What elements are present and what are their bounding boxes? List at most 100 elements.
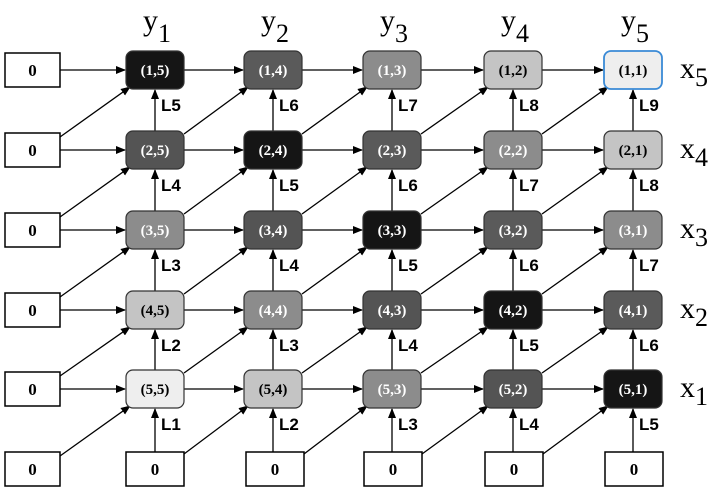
cell-label: (5,2): [499, 382, 528, 398]
diagonal-arrow: [303, 405, 368, 455]
cell-label: (5,4): [259, 382, 288, 398]
row-header: x2: [680, 292, 708, 332]
cell-node: [362, 210, 422, 250]
layer-label: L9: [639, 96, 659, 115]
cell-node: [362, 130, 422, 170]
layer-label: L2: [161, 336, 181, 355]
cell-label: (2,3): [378, 143, 407, 159]
cell-node: [483, 210, 543, 250]
left-input-value: 0: [28, 301, 37, 320]
layer-label: L3: [161, 256, 181, 275]
cell-node: [362, 290, 422, 330]
cell-label: (1,2): [499, 63, 528, 79]
layer-label: L6: [639, 336, 659, 355]
left-input-value: 0: [28, 141, 37, 160]
left-input-box: [4, 52, 61, 88]
cell-node: [125, 369, 185, 409]
bottom-input-value: 0: [389, 460, 398, 479]
column-header: y5: [621, 4, 649, 48]
cell-node: [125, 290, 185, 330]
layer-label: L7: [519, 176, 539, 195]
left-input-value: 0: [28, 460, 37, 479]
cell-node: [603, 130, 663, 170]
cell-label: (1,5): [141, 63, 170, 79]
cell-node: [483, 290, 543, 330]
diagonal-arrow: [59, 86, 131, 138]
bottom-input-value: 0: [271, 460, 280, 479]
layer-label: L6: [279, 96, 299, 115]
diagonal-arrow: [541, 326, 609, 374]
diagonal-arrow: [183, 326, 249, 374]
left-input-value: 0: [28, 380, 37, 399]
column-header: y4: [501, 4, 529, 48]
cell-node: [125, 210, 185, 250]
cell-label: (3,4): [259, 223, 288, 239]
diagonal-arrow: [301, 326, 368, 374]
cell-node: [243, 210, 303, 250]
cell-node: [483, 50, 543, 90]
cell-label: (2,5): [141, 143, 170, 159]
diagonal-arrow: [301, 166, 368, 215]
diagonal-arrow: [59, 166, 131, 218]
layer-label: L3: [279, 336, 299, 355]
cell-node: [125, 130, 185, 170]
diagonal-arrow: [420, 86, 489, 135]
cell-node: [243, 290, 303, 330]
left-input-box: [4, 132, 61, 168]
left-input-value: 0: [28, 221, 37, 240]
row-header: x4: [680, 132, 708, 172]
cell-label: (5,3): [378, 382, 407, 398]
left-input-value: 0: [28, 61, 37, 80]
cell-label: (1,4): [259, 63, 288, 79]
cell-node: [243, 50, 303, 90]
diagonal-arrow: [183, 405, 249, 455]
bottom-input-box: [604, 451, 664, 487]
layer-label: L7: [398, 96, 418, 115]
diagonal-arrow: [183, 86, 249, 135]
row-header: x5: [680, 52, 708, 92]
column-header: y3: [380, 4, 408, 48]
diagonal-arrow: [301, 246, 368, 295]
row-header: x3: [680, 212, 708, 252]
cell-node: [243, 130, 303, 170]
cell-label: (3,1): [619, 223, 648, 239]
diagonal-arrow: [421, 405, 489, 455]
layer-label: L5: [519, 336, 539, 355]
column-header: y2: [261, 4, 289, 48]
cell-label: (5,5): [141, 382, 170, 398]
layer-label: L1: [161, 415, 181, 434]
cell-node: [603, 210, 663, 250]
cell-label: (3,5): [141, 223, 170, 239]
bottom-input-box: [363, 451, 423, 487]
cell-label: (4,4): [259, 303, 288, 319]
layer-label: L5: [398, 256, 418, 275]
cell-node: [603, 369, 663, 409]
diagonal-arrow: [541, 166, 609, 215]
diagonal-arrow: [183, 166, 249, 215]
bottom-input-box: [245, 451, 305, 487]
cell-node: [125, 50, 185, 90]
row-header: x1: [680, 371, 708, 411]
left-input-box: [4, 371, 61, 407]
cell-node: [243, 369, 303, 409]
diagonal-arrow: [542, 405, 609, 455]
layer-label: L6: [398, 176, 418, 195]
diagonal-arrow: [420, 246, 489, 295]
layer-label: L5: [161, 96, 181, 115]
diagonal-arrow: [420, 326, 489, 374]
layer-label: L7: [639, 256, 659, 275]
cell-label: (4,5): [141, 303, 170, 319]
left-input-box: [4, 212, 61, 248]
layer-label: L8: [519, 96, 539, 115]
diagonal-arrow: [183, 246, 249, 295]
bottom-input-value: 0: [630, 460, 639, 479]
left-input-box: [4, 451, 61, 487]
bottom-input-value: 0: [151, 460, 160, 479]
cell-layer: (1,5)(1,4)(1,3)(1,2)(1,1)(2,5)(2,4)(2,3)…: [125, 50, 663, 409]
cell-node: [603, 290, 663, 330]
diagonal-arrow: [59, 246, 131, 298]
layer-label: L3: [398, 415, 418, 434]
cell-node: [483, 130, 543, 170]
